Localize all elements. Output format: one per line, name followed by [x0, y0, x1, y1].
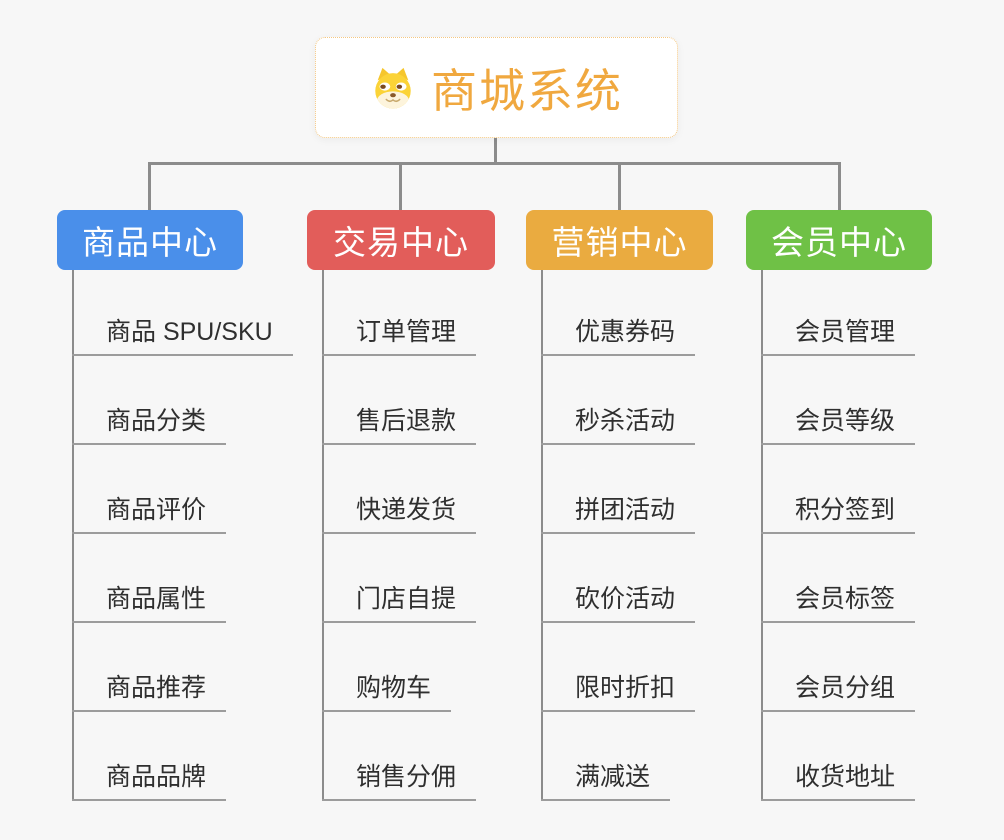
root-node-mall-system[interactable]: 商城系统	[315, 37, 678, 138]
topic-node[interactable]: 商品 SPU/SKU	[72, 317, 293, 356]
branch-node-marketing-center[interactable]: 营销中心	[526, 210, 713, 270]
branch-node-member-center[interactable]: 会员中心	[746, 210, 932, 270]
connector-line	[618, 162, 621, 210]
topic-node[interactable]: 会员标签	[761, 584, 916, 623]
topic-node[interactable]: 门店自提	[322, 584, 477, 623]
connector-line	[399, 162, 402, 210]
connector-line	[322, 270, 324, 801]
topic-node[interactable]: 商品推荐	[72, 673, 227, 712]
topic-node[interactable]: 商品品牌	[72, 762, 227, 801]
topic-node[interactable]: 会员等级	[761, 406, 916, 445]
connector-line	[72, 270, 74, 801]
topic-node[interactable]: 秒杀活动	[541, 406, 696, 445]
root-node-label: 商城系统	[431, 64, 623, 117]
topic-node[interactable]: 满减送	[541, 762, 671, 801]
topic-node[interactable]: 订单管理	[322, 317, 477, 356]
topic-node[interactable]: 积分签到	[761, 495, 916, 534]
topic-node[interactable]: 会员分组	[761, 673, 916, 712]
connector-line	[148, 162, 151, 210]
connector-line	[148, 162, 841, 165]
topic-node[interactable]: 限时折扣	[541, 673, 696, 712]
branch-node-label: 营销中心	[551, 224, 688, 261]
topic-node[interactable]: 优惠券码	[541, 317, 696, 356]
connector-line	[838, 162, 841, 210]
branch-node-label: 交易中心	[333, 224, 469, 261]
topic-node[interactable]: 快递发货	[322, 495, 477, 534]
connector-line	[761, 270, 763, 801]
branch-node-label: 会员中心	[771, 224, 907, 261]
topic-node[interactable]: 拼团活动	[541, 495, 696, 534]
connector-line	[541, 270, 543, 801]
topic-node[interactable]: 会员管理	[761, 317, 916, 356]
topic-node[interactable]: 砍价活动	[541, 584, 696, 623]
topic-node[interactable]: 销售分佣	[322, 762, 477, 801]
topic-node[interactable]: 收货地址	[761, 762, 916, 801]
branch-node-trade-center[interactable]: 交易中心	[307, 210, 495, 270]
topic-node[interactable]: 商品评价	[72, 495, 227, 534]
topic-node[interactable]: 商品属性	[72, 584, 227, 623]
branch-node-label: 商品中心	[82, 224, 218, 261]
topic-node[interactable]: 商品分类	[72, 406, 227, 445]
topic-node[interactable]: 购物车	[322, 673, 452, 712]
branch-node-product-center[interactable]: 商品中心	[57, 210, 243, 270]
topic-node[interactable]: 售后退款	[322, 406, 477, 445]
shiba-dog-icon	[375, 67, 411, 109]
connector-line	[494, 137, 497, 163]
